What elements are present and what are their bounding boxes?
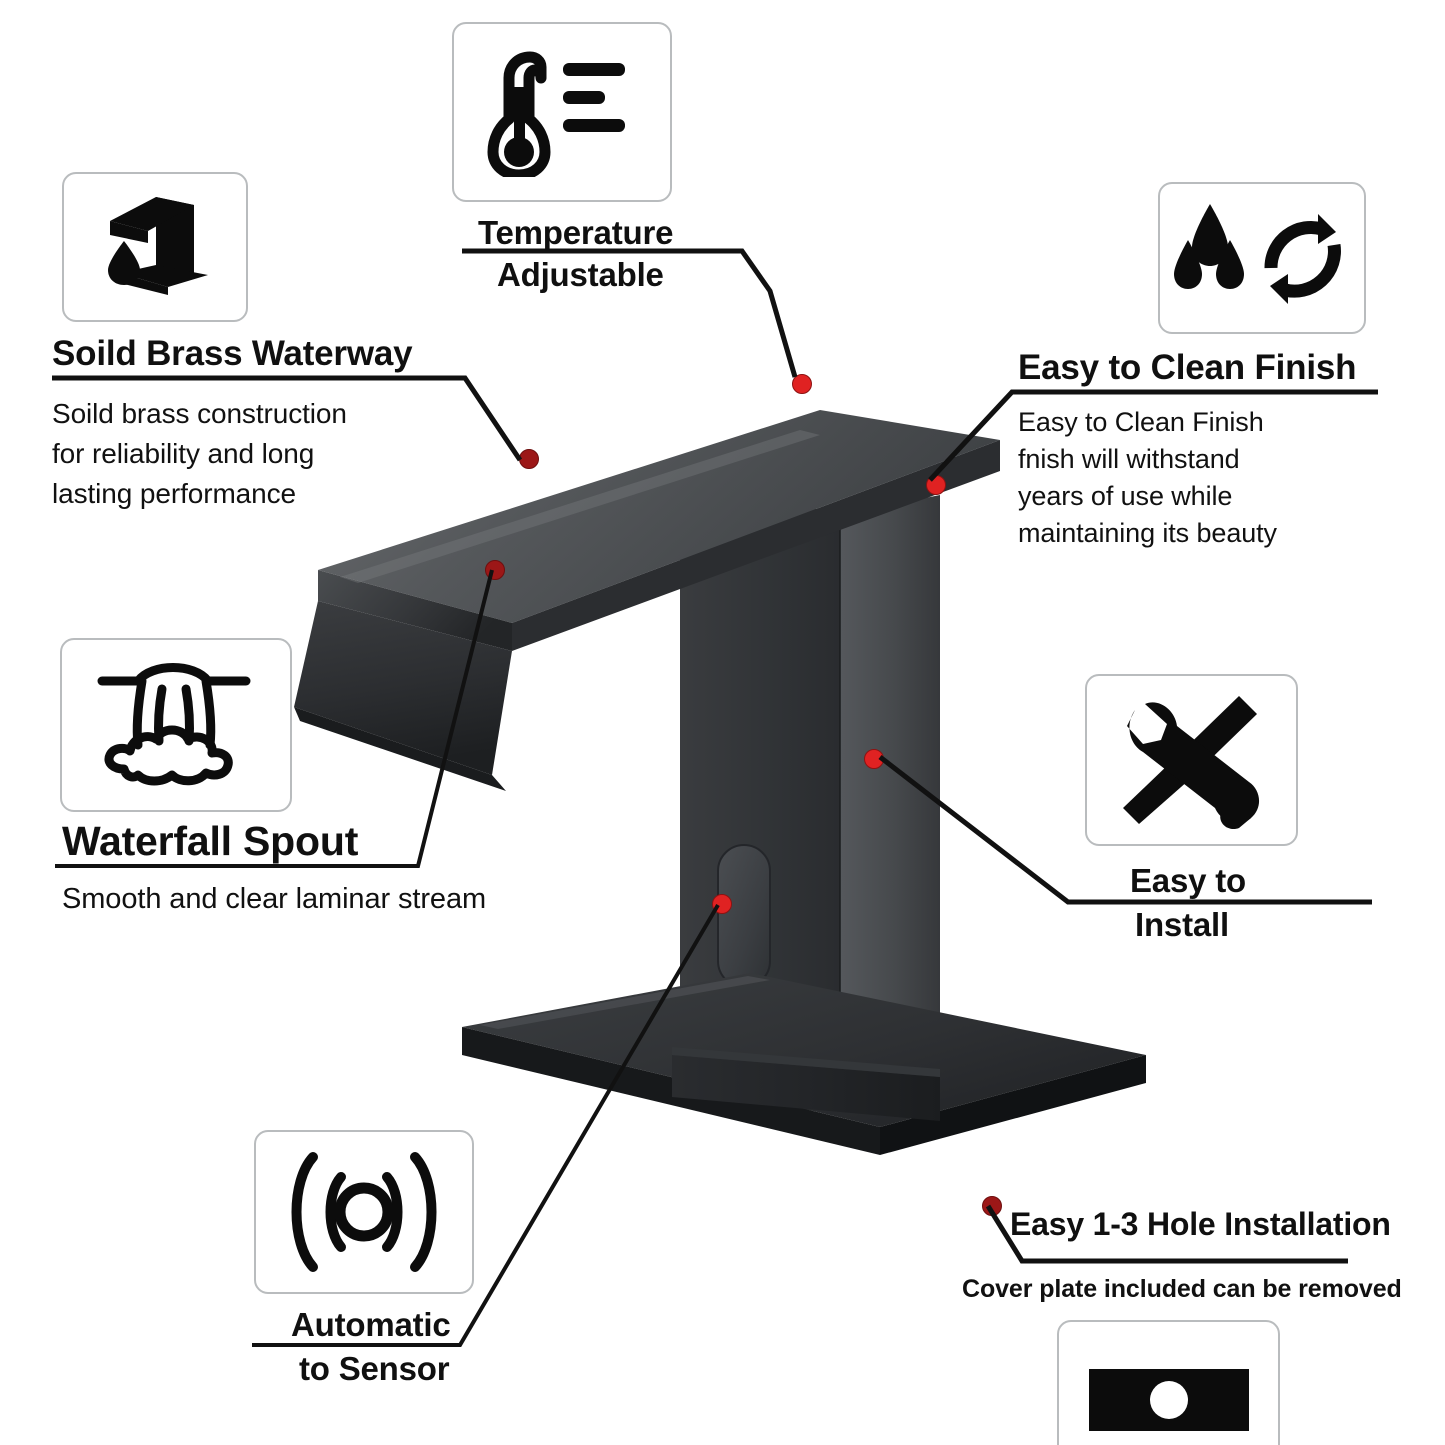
feature-title-easy-to-clean-finish: Easy to Clean Finish (1018, 348, 1357, 387)
motion-sensor-waves-icon (279, 1147, 449, 1277)
cover-plate-icon (1088, 1369, 1249, 1431)
water-drops-refresh-icon (1172, 198, 1352, 318)
feature-title-automatic-line2: to Sensor (299, 1350, 450, 1387)
icon-box-temperature-adjustable (452, 22, 672, 202)
callout-dot-temperature (792, 374, 812, 394)
feature-title-waterfall-spout: Waterfall Spout (62, 818, 359, 864)
callout-dot-waterfall-spout (485, 560, 505, 580)
icon-box-easy-to-clean-finish (1158, 182, 1366, 334)
feature-title-temperature-line1: Temperature (478, 214, 674, 251)
feature-body-waterfall-spout: Smooth and clear laminar stream (62, 880, 486, 918)
feature-title-soild-brass-waterway: Soild Brass Waterway (52, 334, 413, 373)
waterfall-icon (88, 655, 264, 795)
icon-box-waterfall-spout (60, 638, 292, 812)
feature-body-line: Cover plate included can be removed (962, 1275, 1402, 1303)
icon-box-cover-plate (1057, 1320, 1280, 1445)
wrench-screwdriver-icon (1117, 688, 1267, 833)
callout-dot-hole-installation (982, 1196, 1002, 1216)
feature-body-line: Soild brass construction (52, 398, 347, 429)
feature-body-easy-to-clean-finish: Easy to Clean Finish fnish will withstan… (1018, 404, 1277, 552)
icon-box-automatic-to-sensor (254, 1130, 474, 1294)
feature-body-line: lasting performance (52, 478, 297, 509)
feature-body-soild-brass-waterway: Soild brass construction for reliability… (52, 394, 347, 514)
faucet-water-drop-icon (90, 191, 220, 303)
callout-dot-sensor (712, 894, 732, 914)
feature-title-easy-to-install-line1: Easy to (1130, 862, 1246, 899)
feature-body-line: years of use while (1018, 481, 1233, 511)
callout-dot-easy-install (864, 749, 884, 769)
feature-body-line: maintaining its beauty (1018, 518, 1277, 548)
callout-dot-clean-finish (926, 475, 946, 495)
feature-body-line: for reliability and long (52, 438, 315, 469)
icon-box-easy-to-install (1085, 674, 1298, 846)
feature-body-easy-1-3-hole-installation: Cover plate included can be removed (962, 1272, 1402, 1306)
feature-body-line: Smooth and clear laminar stream (62, 883, 487, 915)
feature-title-easy-to-install-line2: Install (1135, 906, 1229, 943)
feature-title-easy-1-3-hole-installation: Easy 1-3 Hole Installation (1010, 1206, 1391, 1242)
feature-title-automatic-line1: Automatic (291, 1306, 451, 1343)
feature-body-line: fnish will withstand (1018, 444, 1240, 474)
feature-body-line: Easy to Clean Finish (1018, 407, 1264, 437)
thermometer-settings-icon (487, 47, 637, 177)
feature-title-temperature-line2: Adjustable (497, 256, 664, 293)
callout-dot-brass-waterway (519, 449, 539, 469)
icon-box-soild-brass-waterway (62, 172, 248, 322)
